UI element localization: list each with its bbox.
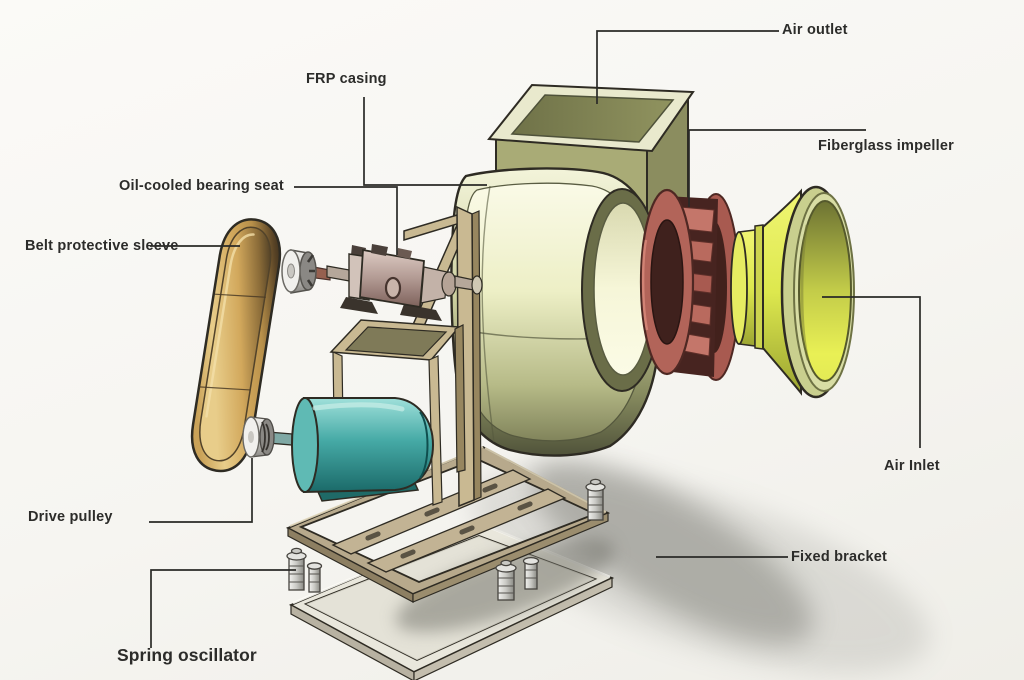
leader-drive-pulley [149,458,253,523]
label-fixed-bracket: Fixed bracket [791,549,888,565]
belt-protective-sleeve [190,218,282,473]
leader-air-outlet [596,30,779,104]
spring-unit [585,478,606,521]
leader-fiberglass-impeller [688,129,866,207]
label-air-inlet: Air Inlet [884,458,940,474]
leader-air-inlet [822,296,921,448]
spring-unit [495,556,540,601]
spring-unit [286,547,323,593]
fiberglass-impeller [639,188,740,381]
label-oil-cooled-bearing-seat: Oil-cooled bearing seat [119,178,284,194]
motor-body [303,397,435,494]
spring-oscillators [286,478,606,601]
drive-pulley [281,249,317,294]
leader-oil-cooled-bearing-seat [294,186,398,255]
oil-sight-glass [384,276,402,300]
label-fiberglass-impeller: Fiberglass impeller [818,138,954,154]
label-frp-casing: FRP casing [306,71,387,87]
label-belt-protective-sleeve: Belt protective sleeve [25,238,179,254]
air-inlet-cone [730,185,855,399]
label-drive-pulley: Drive pulley [28,509,113,525]
label-air-outlet: Air outlet [782,22,848,38]
motor [267,397,435,502]
slotted-channel-rail [366,488,567,573]
motor-pulley [242,416,275,458]
leader-lines [149,30,921,648]
frp-casing-drum [450,167,663,457]
label-spring-oscillator: Spring oscillator [117,645,257,665]
leader-frp-casing [363,97,487,186]
stand-table [329,319,466,506]
bearing-seat [340,244,483,321]
leader-spring-oscillator [150,569,296,648]
